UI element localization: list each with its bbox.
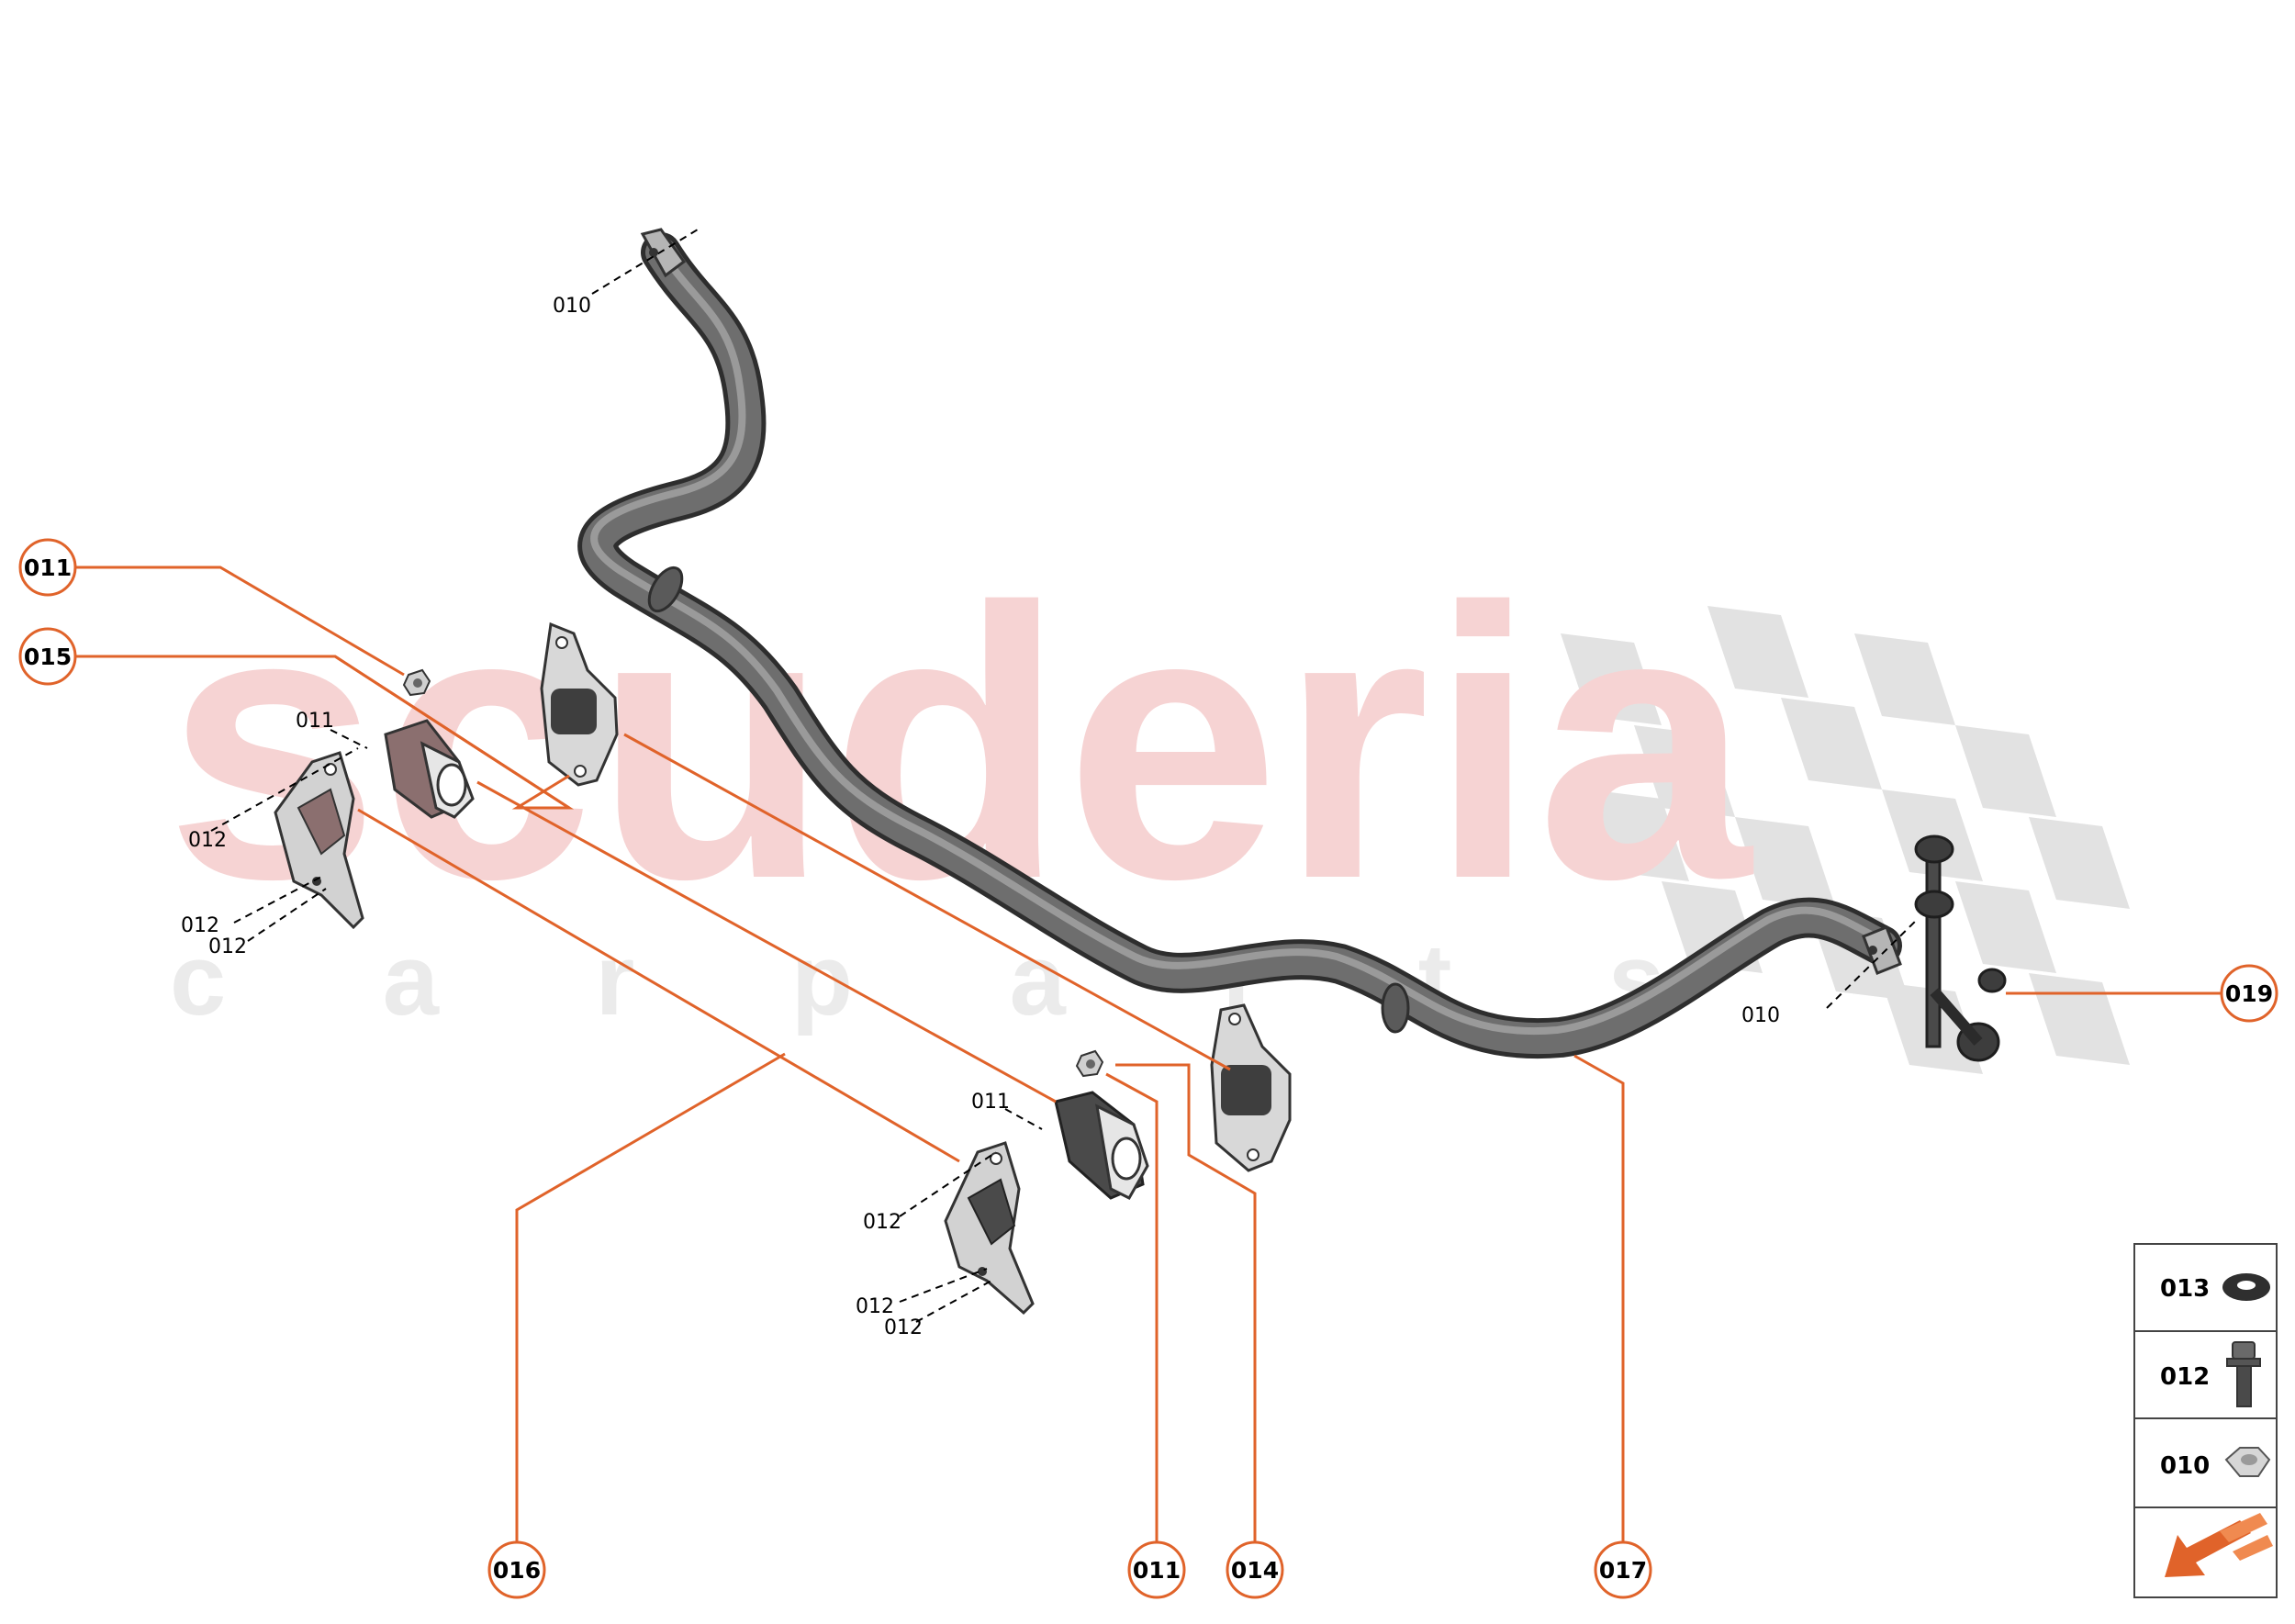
- nut-lower: [1075, 1049, 1104, 1078]
- svg-text:011: 011: [1133, 1557, 1181, 1584]
- part-labels: 010 010 011 012 012 012 011 012 012 012: [181, 295, 1780, 1339]
- callout-011-bottom[interactable]: 011: [1127, 1540, 1186, 1599]
- callout-019[interactable]: 019: [2220, 964, 2278, 1023]
- svg-text:019: 019: [2225, 980, 2273, 1007]
- callout-017[interactable]: 017: [1594, 1540, 1652, 1599]
- clamp-upper: [274, 751, 364, 930]
- callout-014[interactable]: 014: [1226, 1540, 1284, 1599]
- part-label-012-upper-a: 012: [188, 829, 227, 852]
- part-label-012-lower-c: 012: [884, 1316, 923, 1339]
- svg-text:016: 016: [493, 1557, 541, 1584]
- part-label-010-right: 010: [1741, 1004, 1780, 1027]
- legend-item-012: 012: [2160, 1341, 2261, 1407]
- part-label-012-lower-a: 012: [863, 1211, 901, 1234]
- legend-item-013: 013: [2160, 1273, 2270, 1303]
- bracket-upper: [540, 622, 619, 787]
- callout-015[interactable]: 015: [18, 627, 77, 686]
- nut-upper: [402, 668, 431, 697]
- part-label-012-upper-b: 012: [181, 914, 219, 937]
- legend-item-010: 010: [2160, 1447, 2271, 1480]
- part-label-011-lower: 011: [971, 1091, 1010, 1114]
- drop-link: [1914, 834, 2007, 1062]
- bracket-lower: [1210, 1003, 1292, 1172]
- svg-text:013: 013: [2160, 1275, 2210, 1303]
- callout-016[interactable]: 016: [487, 1540, 546, 1599]
- svg-text:015: 015: [24, 644, 72, 670]
- dashed-leaders: [210, 229, 1920, 1323]
- direction-arrow-icon: [2165, 1513, 2273, 1577]
- bolt-icon: [2226, 1341, 2261, 1407]
- part-label-011-upper: 011: [296, 710, 334, 733]
- svg-text:011: 011: [24, 554, 72, 581]
- hardware-legend: 013 012 010: [2133, 1243, 2278, 1598]
- leader-lines: [76, 566, 2224, 1545]
- part-label-010-top: 010: [553, 295, 591, 318]
- bushing-upper: [384, 719, 475, 819]
- callouts: 011 015 016 011 014 017 019: [18, 538, 2278, 1599]
- part-label-012-lower-b: 012: [856, 1295, 894, 1318]
- svg-text:017: 017: [1599, 1557, 1647, 1584]
- nut-icon: [2224, 1447, 2271, 1477]
- washer-icon: [2222, 1273, 2270, 1301]
- part-label-012-upper-c: 012: [208, 935, 247, 958]
- clamp-lower: [944, 1141, 1035, 1316]
- bushing-lower: [1054, 1091, 1149, 1200]
- callout-011-left[interactable]: 011: [18, 538, 77, 597]
- stabilizer-bar: [577, 228, 1902, 1059]
- svg-text:014: 014: [1231, 1557, 1279, 1584]
- svg-text:010: 010: [2160, 1452, 2210, 1480]
- svg-text:012: 012: [2160, 1363, 2210, 1391]
